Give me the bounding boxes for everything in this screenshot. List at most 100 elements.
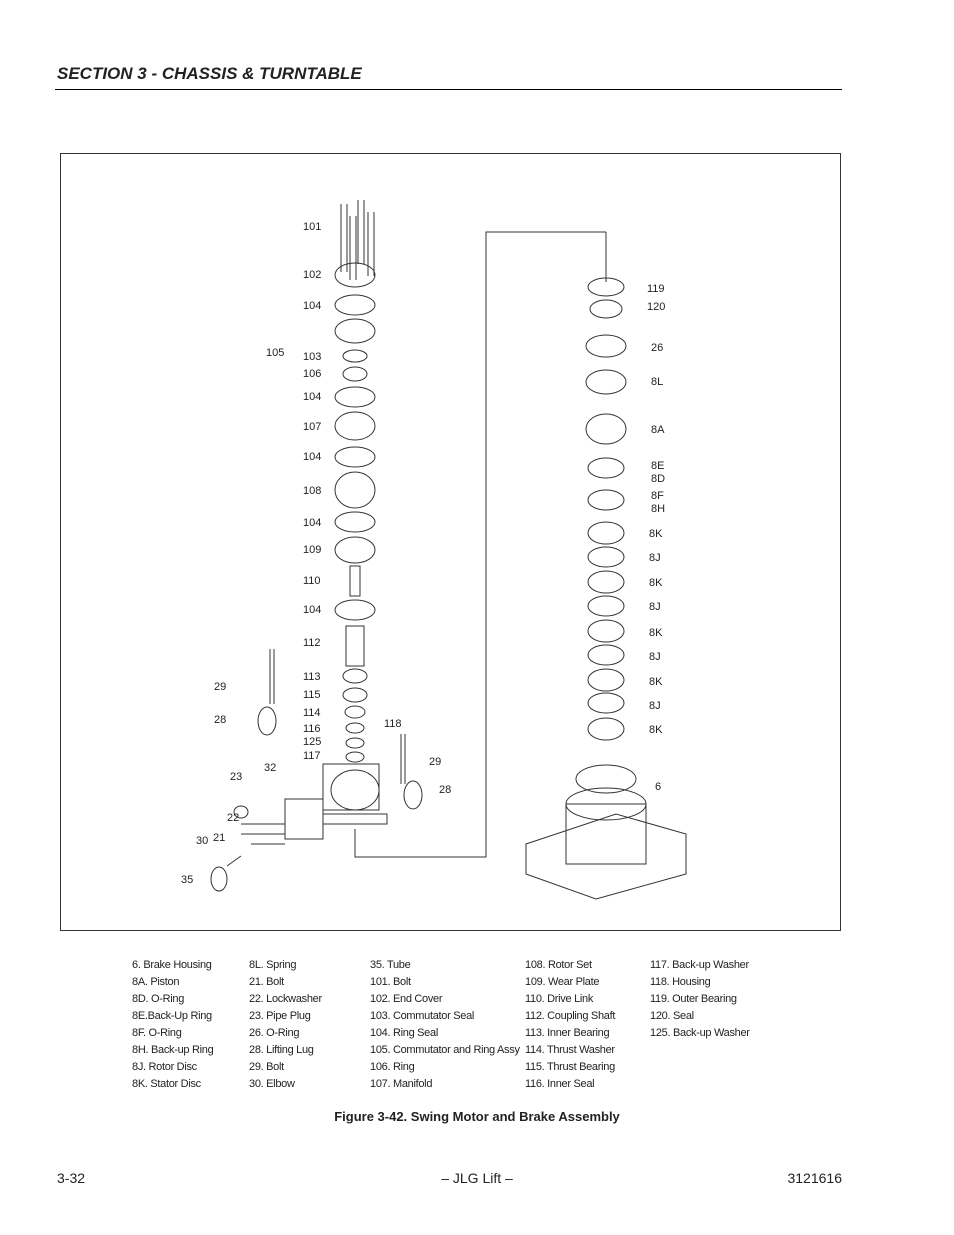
callout: 106 bbox=[303, 368, 321, 380]
legend-col-4: 108. Rotor Set 109. Wear Plate 110. Driv… bbox=[525, 957, 615, 1093]
callout: 104 bbox=[303, 517, 321, 529]
callout: 117 bbox=[303, 750, 321, 762]
callout: 8A bbox=[651, 424, 665, 436]
callout: 104 bbox=[303, 391, 321, 403]
callout: 28 bbox=[439, 784, 451, 796]
callout: 104 bbox=[303, 604, 321, 616]
footer-center: – JLG Lift – bbox=[441, 1170, 513, 1186]
exploded-diagram: 101 102 104 105 103 106 104 107 104 108 … bbox=[181, 200, 687, 900]
legend-item: 110. Drive Link bbox=[525, 993, 594, 1005]
legend-item: 106. Ring bbox=[370, 1061, 415, 1073]
callout: 32 bbox=[264, 762, 276, 774]
callout: 107 bbox=[303, 421, 321, 433]
callout: 108 bbox=[303, 485, 321, 497]
legend-item: 114. Thrust Washer bbox=[525, 1044, 615, 1056]
legend-item: 115. Thrust Bearing bbox=[525, 1061, 615, 1073]
callout: 118 bbox=[384, 718, 402, 730]
legend-item: 104. Ring Seal bbox=[370, 1027, 438, 1039]
legend-item: 118. Housing bbox=[650, 976, 711, 988]
callout: 8K bbox=[649, 627, 663, 639]
callout: 8D bbox=[651, 473, 665, 485]
legend-item: 8J. Rotor Disc bbox=[132, 1061, 197, 1073]
legend-item: 30. Elbow bbox=[249, 1078, 295, 1090]
right-callouts: 119 120 26 8L 8A 8E 8D 8F 8H 8K 8J 8K 8J… bbox=[647, 283, 665, 793]
legend-item: 112. Coupling Shaft bbox=[525, 1010, 616, 1022]
callout: 119 bbox=[647, 283, 665, 295]
callout: 110 bbox=[303, 575, 321, 587]
legend-item: 35. Tube bbox=[370, 959, 411, 971]
callout: 30 bbox=[196, 835, 208, 847]
page-number: 3-32 bbox=[57, 1170, 86, 1186]
callout: 8K bbox=[649, 528, 663, 540]
legend-item: 29. Bolt bbox=[249, 1061, 284, 1073]
legend-item: 8H. Back-up Ring bbox=[132, 1044, 214, 1056]
callout: 104 bbox=[303, 451, 321, 463]
callout: 113 bbox=[303, 671, 321, 683]
legend-item: 8D. O-Ring bbox=[132, 993, 185, 1005]
legend-item: 8K. Stator Disc bbox=[132, 1078, 201, 1090]
callout: 6 bbox=[655, 781, 661, 793]
legend-item: 28. Lifting Lug bbox=[249, 1044, 314, 1056]
callout: 104 bbox=[303, 300, 321, 312]
figure-caption: Figure 3-42. Swing Motor and Brake Assem… bbox=[334, 1109, 620, 1124]
callout: 8J bbox=[649, 601, 661, 613]
callout: 114 bbox=[303, 707, 321, 719]
callout: 109 bbox=[303, 544, 321, 556]
callout: 115 bbox=[303, 689, 321, 701]
connector-line bbox=[354, 231, 606, 858]
callout: 120 bbox=[647, 301, 665, 313]
legend-item: 6. Brake Housing bbox=[132, 959, 212, 971]
left-callouts: 101 102 104 105 103 106 104 107 104 108 … bbox=[181, 221, 451, 886]
legend-col-3: 35. Tube 101. Bolt 102. End Cover 103. C… bbox=[370, 957, 520, 1093]
callout: 105 bbox=[266, 347, 284, 359]
callout: 8H bbox=[651, 503, 665, 515]
callout: 29 bbox=[214, 681, 226, 693]
legend-item: 107. Manifold bbox=[370, 1078, 433, 1090]
callout: 8J bbox=[649, 552, 661, 564]
legend-item: 113. Inner Bearing bbox=[525, 1027, 610, 1039]
legend-item: 8F. O-Ring bbox=[132, 1027, 182, 1039]
legend-item: 109. Wear Plate bbox=[525, 976, 600, 988]
callout: 26 bbox=[651, 342, 663, 354]
legend-item: 105. Commutator and Ring Assy bbox=[370, 1044, 520, 1056]
callout: 21 bbox=[213, 832, 225, 844]
legend-col-1: 6. Brake Housing 8A. Piston 8D. O-Ring 8… bbox=[132, 957, 214, 1093]
legend-item: 119. Outer Bearing bbox=[650, 993, 737, 1005]
callout: 102 bbox=[303, 269, 321, 281]
legend-col-2: 8L. Spring 21. Bolt 22. Lockwasher 23. P… bbox=[249, 957, 322, 1093]
legend-item: 8E.Back-Up Ring bbox=[132, 1010, 212, 1022]
callout: 22 bbox=[227, 812, 239, 824]
callout: 35 bbox=[181, 874, 193, 886]
document-number: 3121616 bbox=[787, 1170, 842, 1186]
header-rule bbox=[55, 89, 842, 90]
callout: 8L bbox=[651, 376, 663, 388]
callout: 8K bbox=[649, 577, 663, 589]
callout: 8K bbox=[649, 724, 663, 736]
callout: 28 bbox=[214, 714, 226, 726]
legend-item: 108. Rotor Set bbox=[525, 959, 592, 971]
legend-item: 125. Back-up Washer bbox=[650, 1027, 750, 1039]
callout: 8K bbox=[649, 676, 663, 688]
legend-item: 23. Pipe Plug bbox=[249, 1010, 311, 1022]
callout: 125 bbox=[303, 736, 321, 748]
callout: 8J bbox=[649, 651, 661, 663]
figure-frame: 101 102 104 105 103 106 104 107 104 108 … bbox=[60, 153, 841, 931]
callout: 8J bbox=[649, 700, 661, 712]
legend-item: 102. End Cover bbox=[370, 993, 443, 1005]
bolt-group-101 bbox=[340, 200, 375, 280]
legend-item: 116. Inner Seal bbox=[525, 1078, 595, 1090]
legend-item: 21. Bolt bbox=[249, 976, 284, 988]
legend-item: 103. Commutator Seal bbox=[370, 1010, 475, 1022]
legend-item: 22. Lockwasher bbox=[249, 993, 322, 1005]
legend-item: 8L. Spring bbox=[249, 959, 297, 971]
legend-item: 8A. Piston bbox=[132, 976, 180, 988]
legend-col-5: 117. Back-up Washer 118. Housing 119. Ou… bbox=[650, 957, 750, 1042]
callout: 8E bbox=[651, 460, 664, 472]
callout: 103 bbox=[303, 351, 321, 363]
callout: 23 bbox=[230, 771, 242, 783]
legend-item: 101. Bolt bbox=[370, 976, 411, 988]
callout: 112 bbox=[303, 637, 321, 649]
legend-item: 120. Seal bbox=[650, 1010, 694, 1022]
callout: 116 bbox=[303, 723, 321, 735]
legend-item: 117. Back-up Washer bbox=[650, 959, 749, 971]
